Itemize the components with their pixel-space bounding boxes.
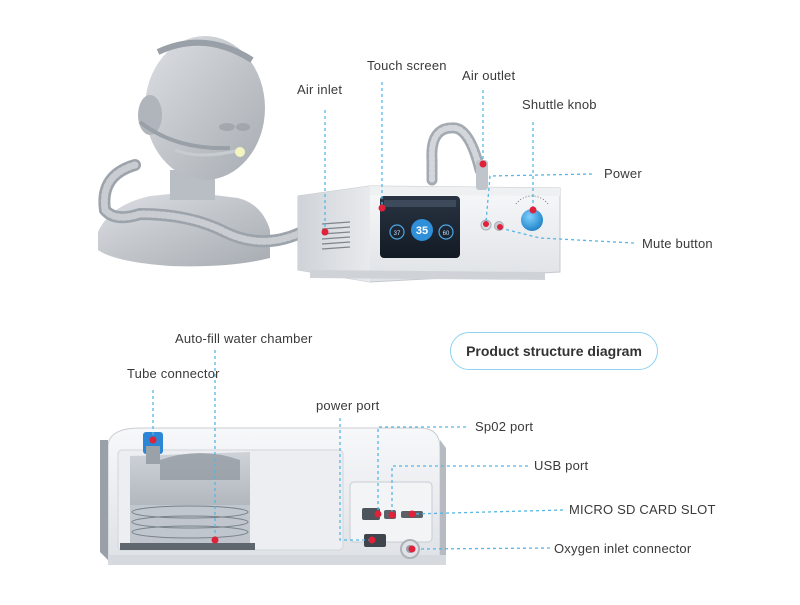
marker-mute <box>497 224 503 230</box>
label-mute-button: Mute button <box>642 236 713 251</box>
label-power: Power <box>604 166 642 181</box>
leader-mute <box>499 227 635 244</box>
leader-usb <box>391 465 528 514</box>
marker-power <box>483 221 489 227</box>
mannequin <box>98 36 270 267</box>
diagram-title: Product structure diagram <box>450 332 658 370</box>
marker-spo2 <box>374 510 382 518</box>
device-top-view: 35 37 60 <box>297 160 561 283</box>
label-oxygen-inlet: Oxygen inlet connector <box>554 541 692 556</box>
label-air-inlet: Air inlet <box>297 82 343 97</box>
screen-right-value: 60 <box>443 231 450 237</box>
leader-lines <box>152 82 635 550</box>
marker-power-port <box>368 536 376 544</box>
label-shuttle-knob: Shuttle knob <box>522 97 597 112</box>
label-micro-sd: MICRO SD CARD SLOT <box>569 502 716 517</box>
marker-tube-connector <box>149 436 157 444</box>
marker-air-outlet <box>479 160 487 168</box>
label-auto-fill: Auto-fill water chamber <box>175 331 313 346</box>
breathing-tube <box>98 122 486 248</box>
marker-touch-screen <box>378 204 386 212</box>
leader-oxygen <box>417 547 551 550</box>
label-air-outlet: Air outlet <box>462 68 516 83</box>
label-power-port: power port <box>316 398 380 413</box>
shuttle-knob <box>521 209 543 231</box>
screen-left-value: 37 <box>394 231 401 237</box>
marker-microsd <box>408 510 416 518</box>
screen-center-value: 35 <box>416 225 428 237</box>
device-side-view <box>100 427 446 565</box>
marker-usb <box>388 511 396 519</box>
label-usb-port: USB port <box>534 458 589 473</box>
leader-power <box>485 173 593 223</box>
leader-spo2 <box>377 426 466 512</box>
label-touch-screen: Touch screen <box>367 58 447 73</box>
markers <box>149 160 537 553</box>
marker-auto-fill <box>211 536 219 544</box>
marker-shuttle-knob <box>529 206 537 214</box>
leader-power-port <box>339 418 372 541</box>
leader-microsd <box>411 509 564 515</box>
label-tube-connector: Tube connector <box>127 366 220 381</box>
marker-air-inlet <box>321 228 329 236</box>
label-spo2-port: Sp02 port <box>475 419 534 434</box>
marker-oxygen <box>408 545 416 553</box>
